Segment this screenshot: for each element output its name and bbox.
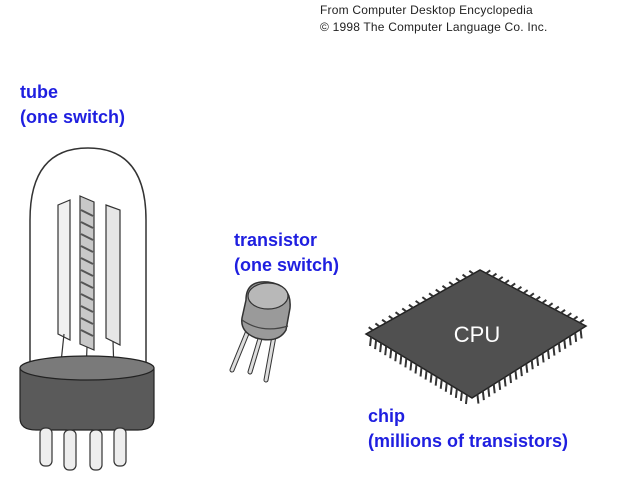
chip-pin <box>525 363 529 373</box>
chip-pin <box>568 336 572 346</box>
chip-pin <box>579 329 583 339</box>
chip-pin <box>381 318 387 324</box>
chip-pin <box>421 296 427 301</box>
chip-pin <box>504 279 510 284</box>
vacuum-tube-icon <box>19 147 155 471</box>
chip-pin <box>369 336 373 347</box>
chip-pin <box>368 326 374 332</box>
chip-label-detail: (millions of transistors) <box>368 431 569 451</box>
chip-pin <box>428 292 434 298</box>
chip-pin <box>414 364 418 374</box>
chip-pin <box>563 339 567 349</box>
chip-pin <box>394 352 398 362</box>
chip-pin <box>560 309 566 314</box>
chip-pin <box>448 281 454 286</box>
chip-pin <box>389 349 393 359</box>
chip-marking: CPU <box>454 322 500 347</box>
chip-pin <box>547 349 550 360</box>
chip-pin <box>388 315 394 320</box>
chip-pin <box>485 269 491 275</box>
chip-pin <box>379 343 383 353</box>
chip-pin <box>491 272 498 278</box>
credit-copyright: © 1998 The Computer Language Co. Inc. <box>320 20 548 34</box>
chip-label: chip (millions of transistors) <box>368 404 568 454</box>
chip-pin <box>476 394 480 404</box>
transistor-label: transistor (one switch) <box>234 228 339 278</box>
chip-pin <box>547 302 554 308</box>
chip-pin <box>554 305 560 311</box>
tube-label: tube (one switch) <box>20 80 125 130</box>
chip-pin <box>487 387 491 397</box>
chip-pin <box>459 391 463 402</box>
chip-pin <box>455 277 461 283</box>
chip-pin <box>399 355 403 365</box>
chip-pin <box>434 376 438 386</box>
chip-pin <box>557 343 561 353</box>
chip-pin <box>468 269 474 275</box>
chip-pin <box>444 382 448 392</box>
chip-pin <box>552 346 556 356</box>
chip-pin <box>409 361 413 371</box>
chip-pin <box>566 312 572 317</box>
chip-pin <box>514 370 518 380</box>
chip-pin <box>535 295 541 301</box>
chip-pin <box>441 285 448 290</box>
chip-pin <box>408 303 414 309</box>
chip-pin <box>523 289 529 294</box>
chip-pin <box>374 339 378 350</box>
chip-pin <box>404 358 408 368</box>
chip-pin <box>439 379 443 389</box>
chip-pin <box>498 276 504 281</box>
chip-pin <box>529 292 535 298</box>
chip-pin <box>374 322 381 328</box>
chip-pin <box>572 315 579 321</box>
chip-pin <box>536 356 540 366</box>
chip-pin <box>415 300 421 305</box>
chip-pin <box>394 311 401 316</box>
chip-pin <box>503 377 507 387</box>
chip-pin <box>519 367 523 377</box>
chip-pin <box>579 318 585 324</box>
transistor-icon <box>229 281 291 383</box>
chip-pin <box>454 388 458 398</box>
chip-label-name: chip <box>368 406 406 426</box>
chip-pin <box>530 360 534 370</box>
credit-text: From Computer Desktop Encyclopedia © 199… <box>320 2 620 36</box>
chip-pin <box>464 394 468 405</box>
chip-pin <box>510 282 516 288</box>
credit-source: From Computer Desktop Encyclopedia <box>320 3 533 17</box>
chip-pin <box>574 332 578 342</box>
chip-pin <box>481 391 485 401</box>
cpu-chip-icon: CPU <box>364 269 588 405</box>
chip-pin <box>449 385 453 395</box>
chip-pin <box>384 346 388 356</box>
chip-pin <box>541 299 547 304</box>
chip-pin <box>541 353 545 363</box>
chip-pin <box>435 288 441 294</box>
transistor-label-detail: (one switch) <box>234 255 340 275</box>
chip-pin <box>492 384 496 394</box>
chip-pin <box>401 307 407 313</box>
chip-pin <box>509 373 512 384</box>
tube-label-detail: (one switch) <box>20 107 126 127</box>
transistor-label-name: transistor <box>234 230 318 250</box>
chip-pin <box>516 285 523 291</box>
chip-pin <box>424 370 428 380</box>
chip-pin <box>461 273 468 279</box>
chip-pin <box>498 380 502 390</box>
chip-pin <box>429 373 433 383</box>
tube-label-name: tube <box>20 82 58 102</box>
chip-pin <box>419 367 423 377</box>
